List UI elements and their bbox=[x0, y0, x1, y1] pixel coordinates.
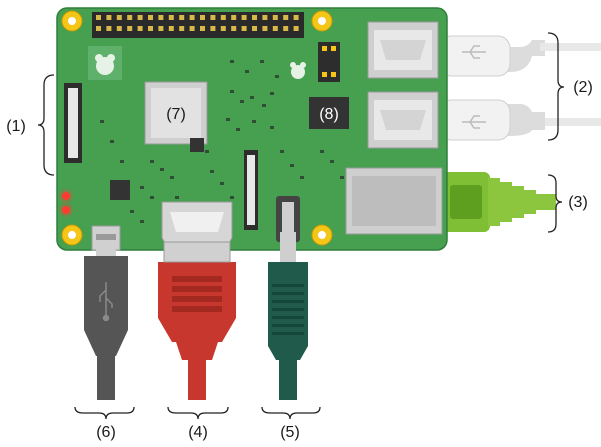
gpio-header bbox=[92, 12, 304, 38]
components bbox=[100, 60, 344, 223]
usb-symbol-icon bbox=[462, 45, 486, 129]
jumper-block bbox=[318, 42, 340, 82]
ethernet-cable bbox=[440, 172, 556, 232]
board-logo bbox=[290, 62, 306, 79]
power-cable bbox=[84, 240, 128, 400]
label-8: (8) bbox=[319, 106, 339, 123]
raspberry-logo bbox=[88, 46, 122, 80]
bracket-4 bbox=[167, 406, 229, 420]
activity-led bbox=[62, 206, 70, 214]
bracket-3 bbox=[547, 174, 563, 233]
label-7: (7) bbox=[166, 106, 186, 123]
display-connector bbox=[64, 83, 82, 163]
power-led bbox=[62, 192, 70, 200]
usb-plug-icon bbox=[99, 282, 113, 322]
label-2: (2) bbox=[573, 79, 593, 96]
bracket-1 bbox=[37, 74, 55, 176]
camera-connector bbox=[244, 150, 258, 230]
label-1: (1) bbox=[6, 118, 26, 135]
ethernet-usb-chip: (8) bbox=[309, 97, 349, 129]
cpu-chip: (7) bbox=[144, 81, 208, 145]
usb-cable-bottom bbox=[439, 99, 601, 141]
label-3: (3) bbox=[568, 194, 588, 211]
usb-port-top bbox=[367, 21, 439, 79]
hdmi-cable bbox=[158, 241, 236, 400]
label-4: (4) bbox=[188, 424, 208, 441]
ethernet-port bbox=[345, 167, 443, 235]
usb-port-bottom bbox=[367, 91, 439, 149]
label-6: (6) bbox=[96, 424, 116, 441]
audio-jack bbox=[276, 196, 300, 242]
bracket-2 bbox=[547, 32, 565, 141]
audio-cable bbox=[268, 232, 308, 400]
hdmi-port bbox=[161, 201, 233, 253]
bracket-6 bbox=[74, 406, 135, 420]
bracket-5 bbox=[261, 406, 321, 420]
label-5: (5) bbox=[280, 424, 300, 441]
small-ic bbox=[110, 180, 130, 200]
usb-cable-top bbox=[439, 35, 601, 77]
